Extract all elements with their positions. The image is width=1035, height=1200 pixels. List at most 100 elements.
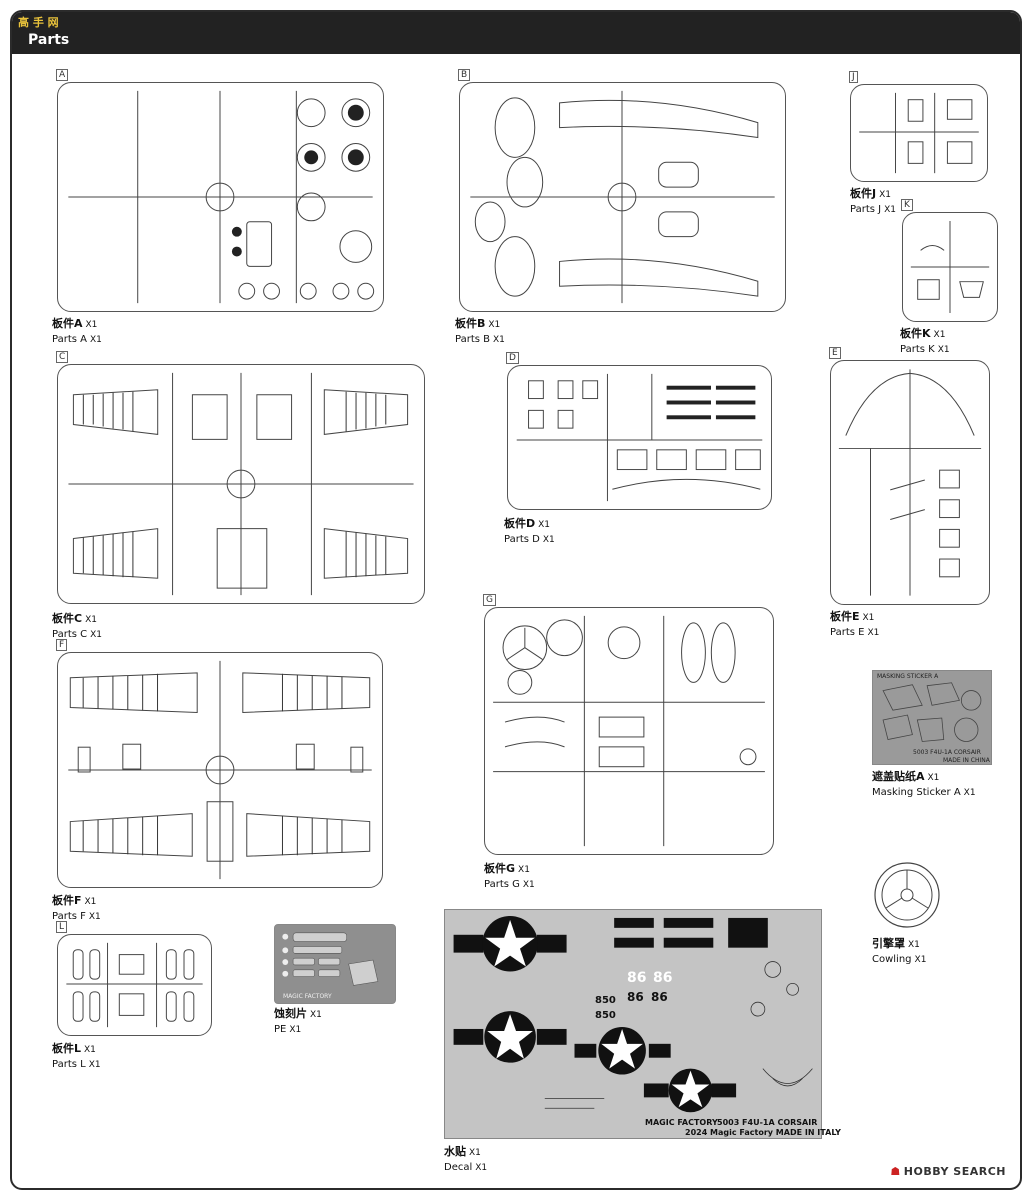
caption-en: Parts K: [900, 344, 935, 355]
sprue-l: L: [56, 921, 212, 1036]
caption-cn: 板件J: [850, 187, 877, 200]
decal-line1: 5003 F4U-1A CORSAIR: [717, 1118, 818, 1127]
pe-sheet: MAGIC FACTORY: [274, 924, 396, 1004]
caption-cn: 水贴: [444, 1145, 466, 1158]
caption-cn: 板件C: [52, 612, 83, 625]
decal-sheet: 86 86 86 86 850 850 MAGIC FACTORY 5003 F…: [444, 909, 841, 1139]
sprue-letter: E: [829, 347, 841, 359]
caption-qty: X1: [88, 912, 101, 922]
site-watermark: 高 手 网: [18, 16, 59, 29]
masking-sticker-sheet: MASKING STICKER A 5003 F4U-1A CORSAIR MA…: [872, 670, 992, 765]
caption-en: Parts D: [504, 534, 540, 545]
sprue-letter: J: [849, 71, 858, 83]
caption-cn: 板件G: [484, 862, 516, 875]
caption-en: Parts C: [52, 629, 88, 640]
caption-en: Parts J: [850, 204, 882, 215]
decal-number: 86: [627, 970, 647, 986]
caption-en: PE: [274, 1024, 287, 1035]
sprue-f: F: [56, 639, 383, 888]
sprue-f-drawing: [68, 660, 372, 880]
caption-qty: X1: [542, 535, 555, 545]
caption-en: Cowling: [872, 954, 912, 965]
decal-number: 850: [595, 995, 616, 1006]
decal-number: 86: [653, 970, 673, 986]
caption-qty: X1: [84, 897, 97, 907]
caption-qty: X1: [862, 613, 875, 623]
sprue-letter: D: [506, 352, 519, 364]
caption-cn: 板件E: [830, 610, 860, 623]
caption-qty: X1: [310, 1010, 322, 1020]
sprue-j-drawing: [859, 92, 979, 174]
decal-number: 850: [595, 1010, 616, 1021]
masking-shapes: [882, 682, 982, 742]
caption-en: Masking Sticker A: [872, 787, 961, 798]
caption-qty: X1: [908, 940, 920, 950]
sprue-d: D: [506, 352, 772, 510]
caption-qty: X1: [933, 330, 946, 340]
caption-qty: X1: [914, 955, 927, 965]
caption-qty: X1: [289, 1025, 302, 1035]
pe-parts: [282, 932, 379, 986]
caption-en: Decal: [444, 1162, 473, 1173]
sprue-b: B: [458, 69, 786, 312]
header-bar: 高 手 网 Parts: [12, 12, 1020, 54]
sprue-a: A: [56, 69, 384, 312]
mask-sheet-title: MASKING STICKER A: [877, 673, 939, 680]
sprue-k-drawing: [910, 220, 990, 314]
decal-graphics: [453, 915, 813, 1113]
caption-en: Parts A: [52, 334, 87, 345]
caption-qty: X1: [89, 335, 102, 345]
sprue-letter: G: [483, 594, 496, 606]
sprue-j: J: [849, 71, 988, 182]
mask-sheet-note2: MADE IN CHINA: [943, 757, 990, 764]
sprue-e: E: [829, 347, 990, 605]
decal-brand: MAGIC FACTORY: [645, 1118, 718, 1127]
caption-qty: X1: [85, 615, 97, 625]
caption-qty: X1: [927, 773, 940, 783]
caption-cn: 引擎罩: [872, 937, 905, 950]
sprue-letter: A: [56, 69, 69, 81]
caption-cn: 遮盖贴纸A: [872, 770, 925, 783]
sprue-letter: L: [56, 921, 68, 933]
caption-qty: X1: [963, 788, 976, 798]
sprue-a-drawing: [68, 90, 375, 304]
caption-en: Parts G: [484, 879, 520, 890]
caption-en: Parts B: [455, 334, 490, 345]
cowling-drawing: [874, 862, 940, 928]
caption-cn: 板件B: [455, 317, 486, 330]
caption-qty: X1: [493, 335, 505, 345]
sprue-e-drawing: [838, 369, 982, 596]
sprue-letter: C: [56, 351, 69, 363]
sprue-l-drawing: [66, 942, 203, 1028]
caption-qty: X1: [937, 345, 950, 355]
pe-brand: MAGIC FACTORY: [283, 993, 332, 1000]
page-title: Parts: [28, 32, 70, 48]
caption-cn: 蚀刻片: [274, 1007, 307, 1020]
sprue-letter: F: [56, 639, 68, 651]
caption-qty: X1: [488, 320, 501, 330]
decal-number: 86: [651, 990, 668, 1004]
decal-line2: 2024 Magic Factory MADE IN ITALY: [685, 1128, 841, 1137]
sprue-d-drawing: [516, 373, 763, 502]
caption-qty: X1: [469, 1148, 481, 1158]
caption-qty: X1: [522, 880, 535, 890]
caption-cn: 板件A: [52, 317, 83, 330]
sprue-c: C: [56, 351, 425, 604]
caption-en: Parts E: [830, 627, 865, 638]
caption-cn: 板件L: [52, 1042, 82, 1055]
hobby-search-logo-icon: ☗: [890, 1165, 901, 1178]
